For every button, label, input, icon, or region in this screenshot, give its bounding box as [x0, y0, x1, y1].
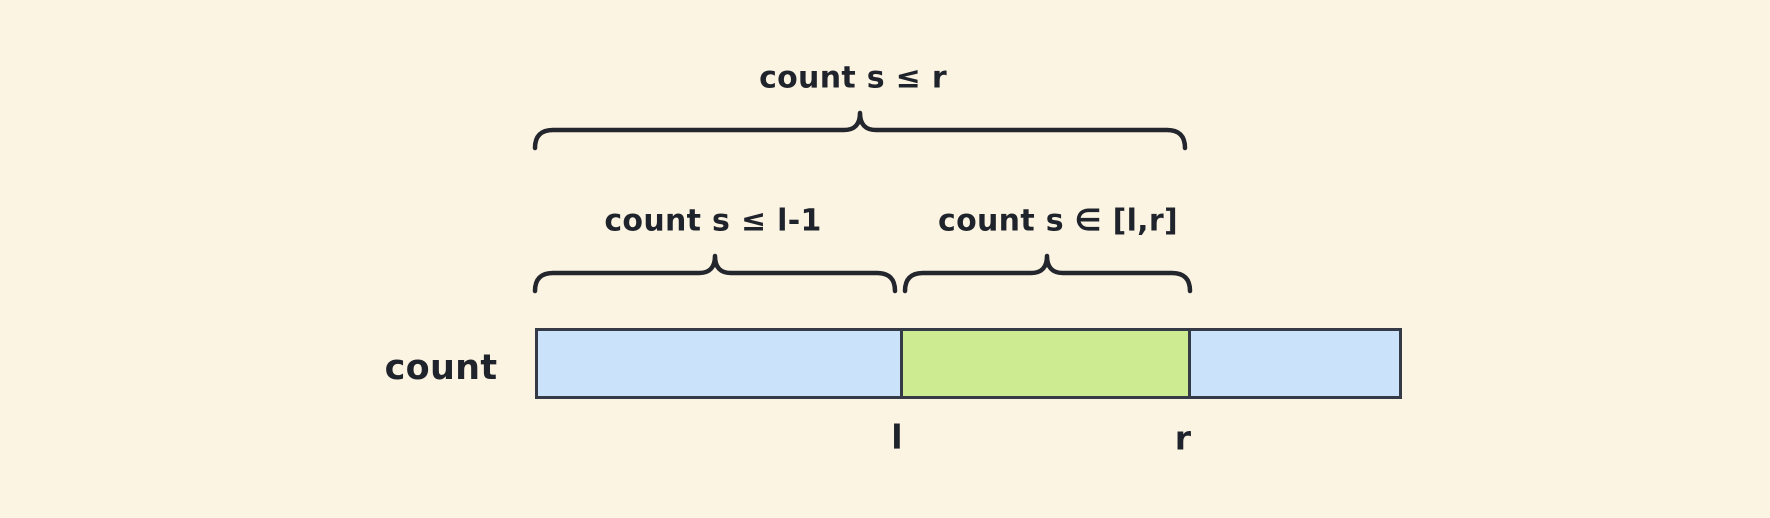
- annotation-count-in-l-r: count s ∈ [l,r]: [938, 203, 1178, 239]
- count-bar: [535, 328, 1402, 399]
- left-brace: [532, 253, 898, 294]
- right-brace: [902, 253, 1193, 294]
- annotation-count-le-l-minus-1: count s ≤ l-1: [604, 203, 822, 239]
- tick-label-l: l: [891, 417, 903, 457]
- annotation-count-le-r: count s ≤ r: [759, 60, 947, 96]
- top-brace: [532, 110, 1188, 151]
- tick-label-r: r: [1174, 418, 1192, 458]
- bar-segment-count-in-l-r: [900, 331, 1188, 396]
- bar-segment-count-gt-r: [1188, 331, 1399, 396]
- bar-segment-count-le-l-minus-1: [538, 331, 900, 396]
- bar-title-count: count: [384, 348, 498, 388]
